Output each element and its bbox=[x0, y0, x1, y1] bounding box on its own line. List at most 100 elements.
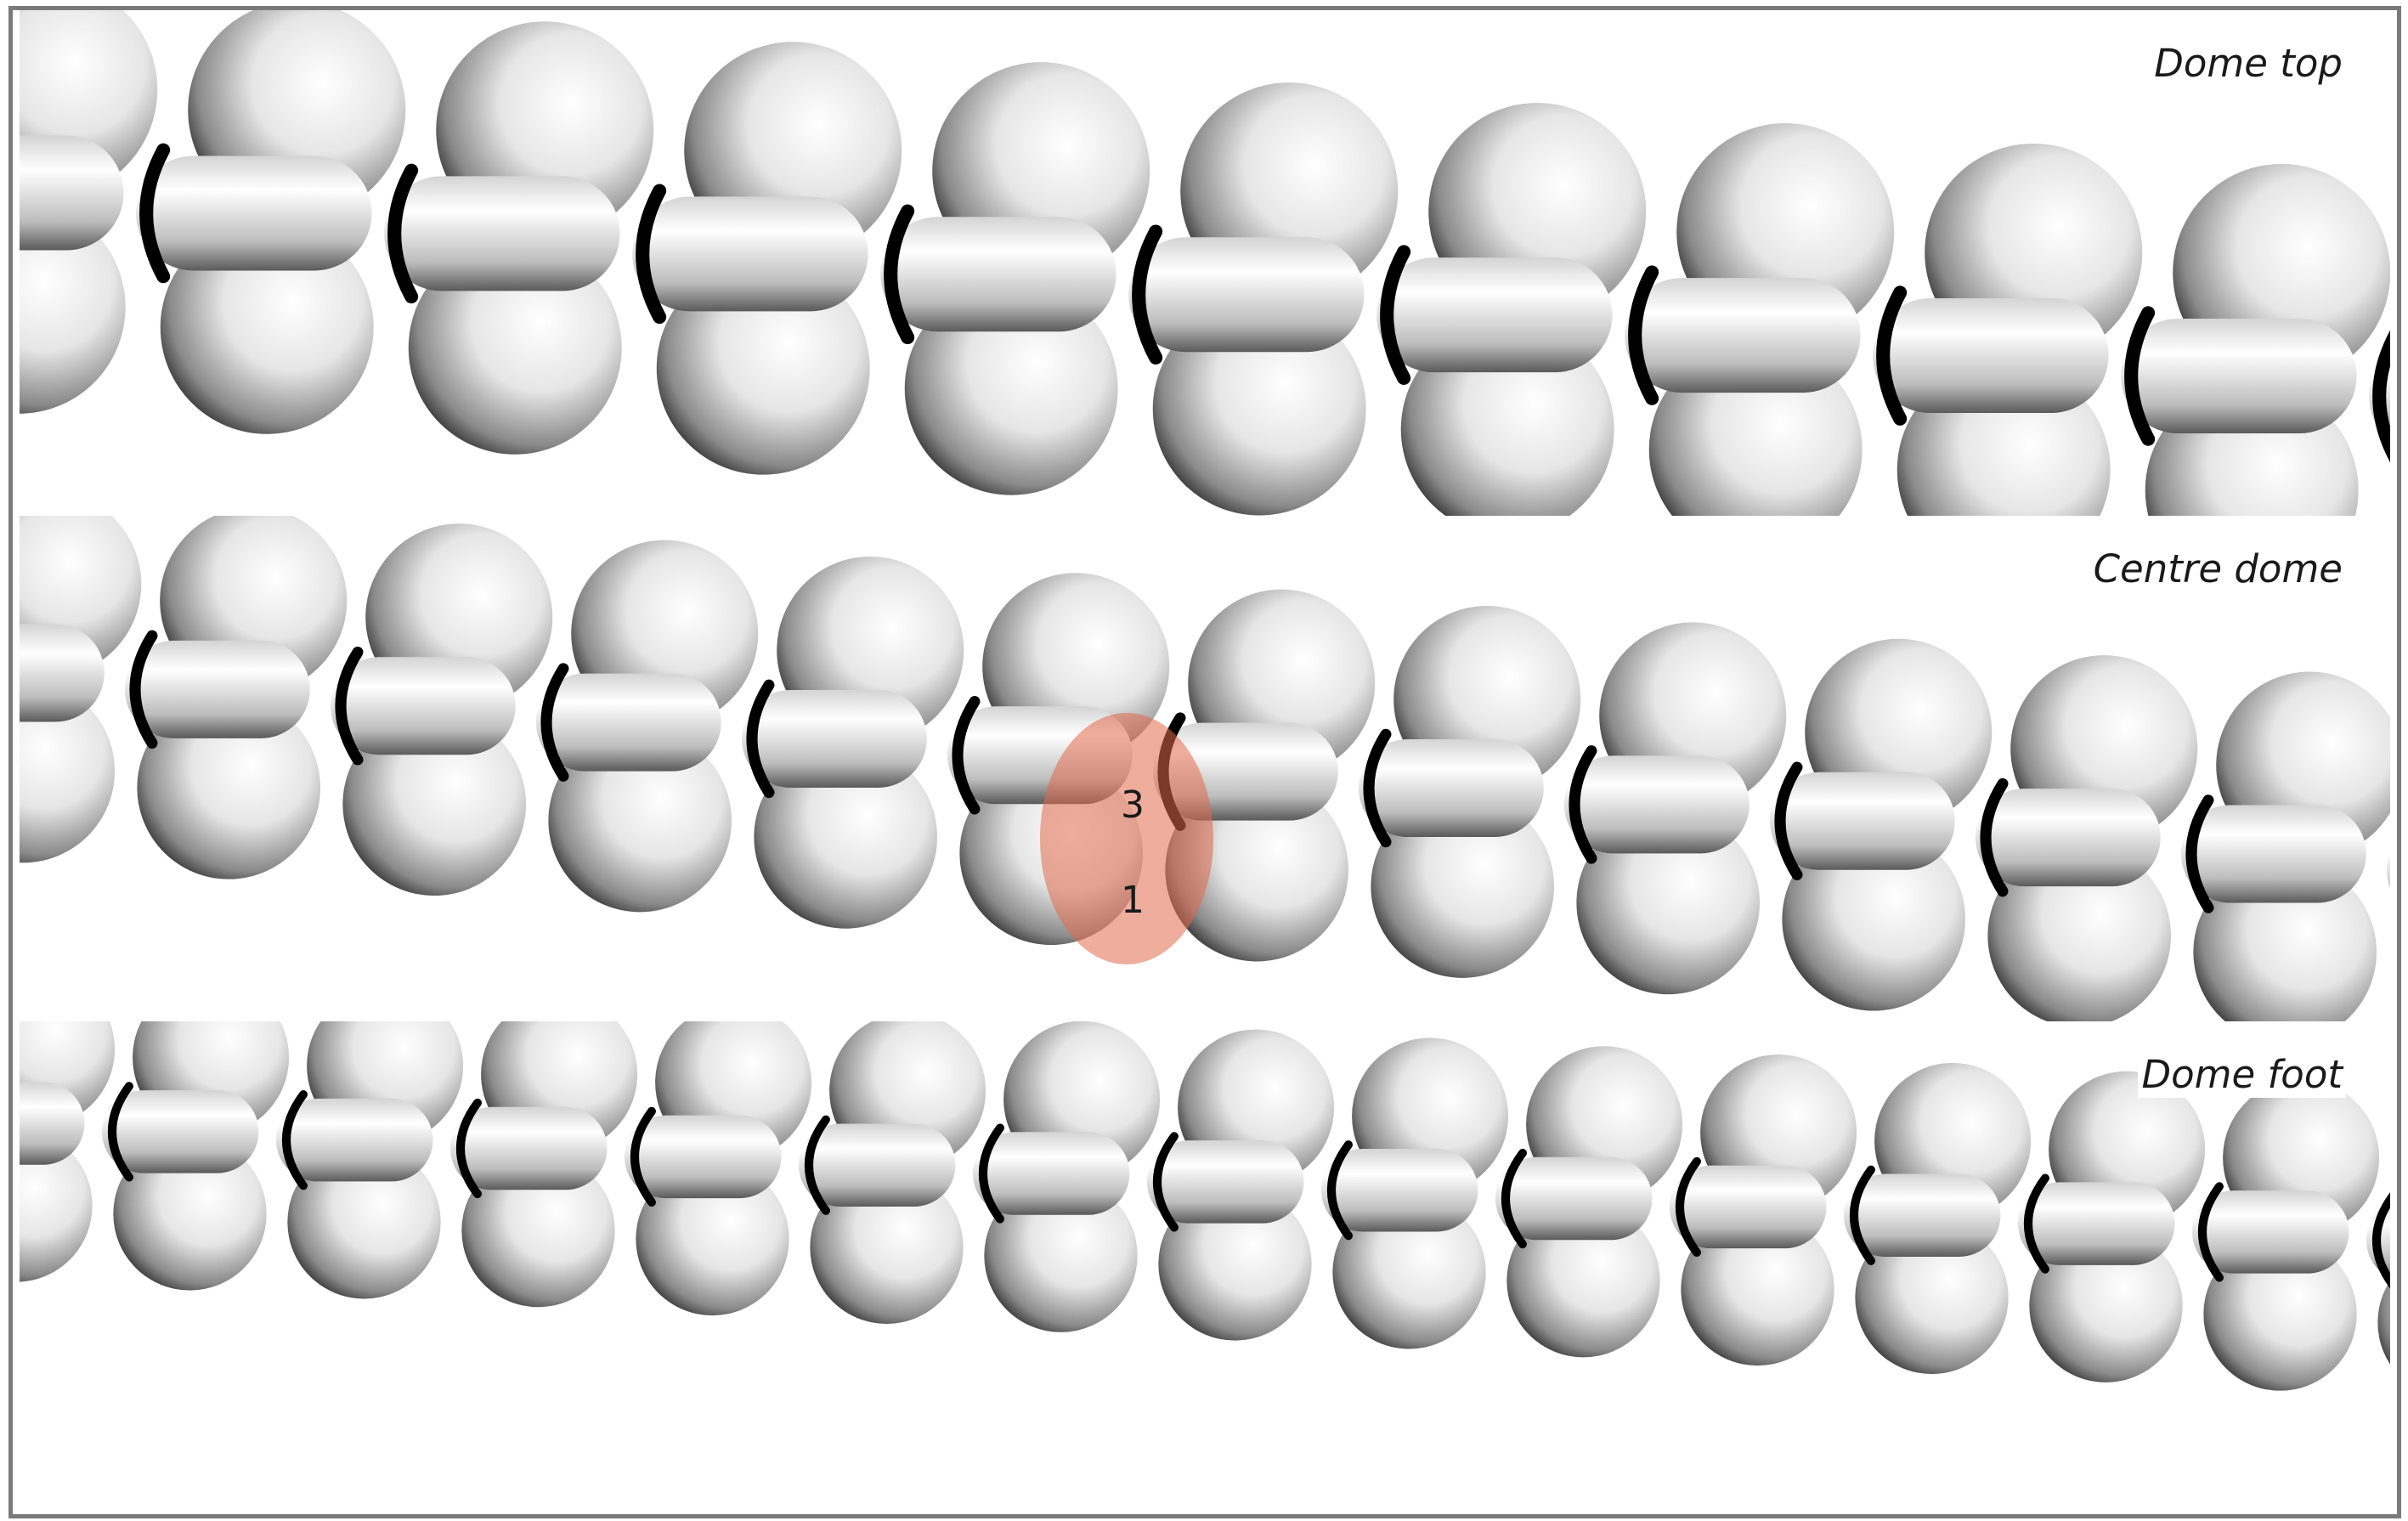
lower-bead bbox=[20, 1128, 93, 1282]
groove-shadow bbox=[952, 696, 981, 815]
lower-bead bbox=[342, 712, 526, 896]
lower-bead bbox=[461, 1153, 615, 1308]
panel-label-dome-foot: Dome foot bbox=[2138, 1052, 2346, 1098]
bead-unit bbox=[330, 523, 553, 896]
connector-cylinder bbox=[1769, 772, 1955, 870]
connector-cylinder bbox=[124, 640, 310, 738]
bead-unit bbox=[1495, 1046, 1683, 1358]
bead-unit bbox=[20, 10, 158, 414]
lower-bead bbox=[20, 200, 126, 414]
bead-unit bbox=[880, 62, 1150, 495]
groove-shadow bbox=[2124, 306, 2156, 446]
lower-bead bbox=[1987, 844, 2171, 1021]
groove-shadow bbox=[746, 679, 775, 799]
groove-shadow bbox=[1152, 1132, 1179, 1232]
lower-bead bbox=[1782, 827, 1965, 1011]
connector-cylinder bbox=[20, 135, 124, 251]
lower-bead bbox=[548, 728, 732, 913]
bead-chain bbox=[20, 10, 2390, 516]
groove-shadow bbox=[1132, 224, 1163, 365]
connector-cylinder bbox=[798, 1123, 956, 1207]
lower-bead bbox=[1576, 811, 1760, 995]
connector-cylinder bbox=[535, 673, 721, 772]
lower-bead bbox=[2029, 1229, 2183, 1382]
connector-cylinder bbox=[632, 196, 868, 312]
connector-cylinder bbox=[2180, 805, 2366, 903]
lower-bead bbox=[904, 281, 1118, 495]
groove-shadow bbox=[2197, 1182, 2224, 1282]
lower-bead bbox=[287, 1145, 441, 1299]
connector-cylinder bbox=[2121, 318, 2357, 433]
bead-unit bbox=[20, 516, 142, 863]
groove-shadow bbox=[2023, 1173, 2049, 1274]
bead-unit bbox=[1975, 655, 2198, 1021]
lower-bead bbox=[656, 261, 870, 475]
lower-bead bbox=[754, 745, 937, 929]
connector-cylinder bbox=[1843, 1173, 2001, 1257]
lower-bead bbox=[408, 240, 622, 455]
connector-cylinder bbox=[1495, 1156, 1653, 1241]
groove-shadow bbox=[139, 143, 171, 284]
bead-rendering-dome-top bbox=[20, 10, 2390, 516]
groove-shadow bbox=[1675, 1156, 1701, 1258]
lower-bead bbox=[2203, 1237, 2357, 1391]
lower-bead bbox=[160, 220, 374, 434]
panel-dome-foot: Dome foot bbox=[20, 1021, 2390, 1514]
bead-unit bbox=[632, 42, 902, 475]
groove-shadow bbox=[281, 1090, 308, 1190]
lower-bead bbox=[20, 679, 115, 863]
groove-shadow bbox=[387, 163, 419, 304]
groove-shadow bbox=[455, 1098, 482, 1199]
bead-unit bbox=[101, 1021, 290, 1291]
groove-shadow bbox=[1774, 761, 1803, 880]
groove-shadow bbox=[2185, 794, 2214, 913]
bead-unit bbox=[2191, 1079, 2380, 1391]
connector-cylinder bbox=[449, 1106, 608, 1190]
connector-cylinder bbox=[1146, 1140, 1304, 1224]
lower-bead bbox=[1855, 1220, 2009, 1374]
lower-bead bbox=[1506, 1204, 1660, 1358]
lower-bead bbox=[2377, 1281, 2390, 1365]
connector-cylinder bbox=[1873, 298, 2109, 414]
bead-unit bbox=[2121, 163, 2390, 516]
connector-cylinder bbox=[741, 689, 927, 788]
lower-bead bbox=[113, 1137, 267, 1291]
bead-rendering-dome-foot bbox=[20, 1021, 2390, 1391]
groove-shadow bbox=[1980, 777, 2009, 897]
lower-bead bbox=[1152, 302, 1366, 516]
bead-unit bbox=[384, 21, 654, 455]
connector-cylinder bbox=[1358, 739, 1544, 838]
groove-shadow bbox=[1363, 728, 1392, 848]
lower-bead bbox=[636, 1162, 789, 1316]
groove-shadow bbox=[1876, 286, 1908, 426]
groove-shadow bbox=[1628, 265, 1659, 405]
bead-unit bbox=[2369, 330, 2390, 463]
groove-shadow bbox=[1501, 1148, 1527, 1249]
groove-shadow bbox=[1380, 245, 1411, 385]
bead-rendering-centre-dome bbox=[20, 516, 2390, 1021]
groove-shadow bbox=[2372, 330, 2390, 463]
connector-cylinder bbox=[384, 176, 620, 291]
groove-shadow bbox=[2371, 1192, 2390, 1289]
groove-shadow bbox=[1849, 1165, 1875, 1265]
bead-unit bbox=[2180, 671, 2390, 1021]
connector-cylinder bbox=[1625, 278, 1861, 393]
bead-unit bbox=[136, 10, 406, 434]
bead-unit bbox=[275, 1021, 464, 1299]
connector-cylinder bbox=[2191, 1190, 2349, 1274]
bead-unit bbox=[947, 573, 1170, 946]
bead-chain bbox=[20, 1021, 2390, 1391]
connector-cylinder bbox=[330, 657, 516, 755]
panel-centre-dome: Centre dome bbox=[20, 516, 2390, 1021]
bead-unit bbox=[798, 1021, 986, 1324]
bead-chain bbox=[20, 516, 2390, 1021]
lower-bead bbox=[137, 696, 320, 879]
connector-cylinder bbox=[1128, 237, 1365, 353]
connector-cylinder bbox=[20, 1082, 85, 1165]
bead-unit bbox=[1625, 123, 1895, 516]
figure-frame: Dome top Centre dome Dome foot 3 1 bbox=[8, 6, 2401, 1518]
groove-shadow bbox=[1326, 1140, 1353, 1241]
bead-unit bbox=[1669, 1055, 1857, 1366]
connector-cylinder bbox=[136, 155, 372, 271]
groove-shadow bbox=[129, 630, 158, 749]
